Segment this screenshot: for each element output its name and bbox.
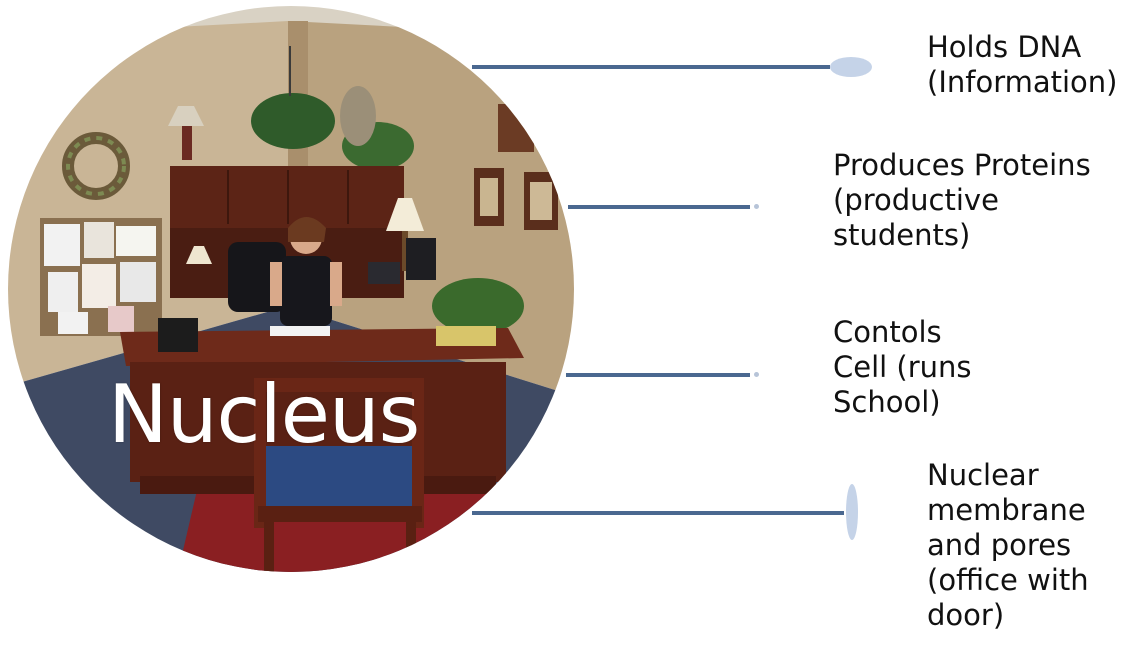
connector-line-dna [472, 65, 830, 69]
connector-node-dna [830, 57, 872, 77]
nucleus-label: Nucleus [108, 368, 420, 461]
callout-controls: Contols Cell (runs School) [833, 315, 972, 419]
connector-line-controls [566, 373, 750, 377]
connector-node-controls [754, 372, 759, 377]
office-scene-illustration [8, 6, 574, 572]
connector-line-proteins [568, 205, 750, 209]
connector-line-membrane [472, 511, 844, 515]
callout-proteins: Produces Proteins (productive students) [833, 148, 1091, 252]
callout-dna: Holds DNA (Information) [927, 30, 1118, 99]
connector-node-proteins [754, 204, 759, 209]
connector-node-membrane [846, 484, 858, 540]
office-photo [8, 6, 574, 572]
callout-membrane: Nuclear membrane and pores (office with … [927, 458, 1089, 632]
